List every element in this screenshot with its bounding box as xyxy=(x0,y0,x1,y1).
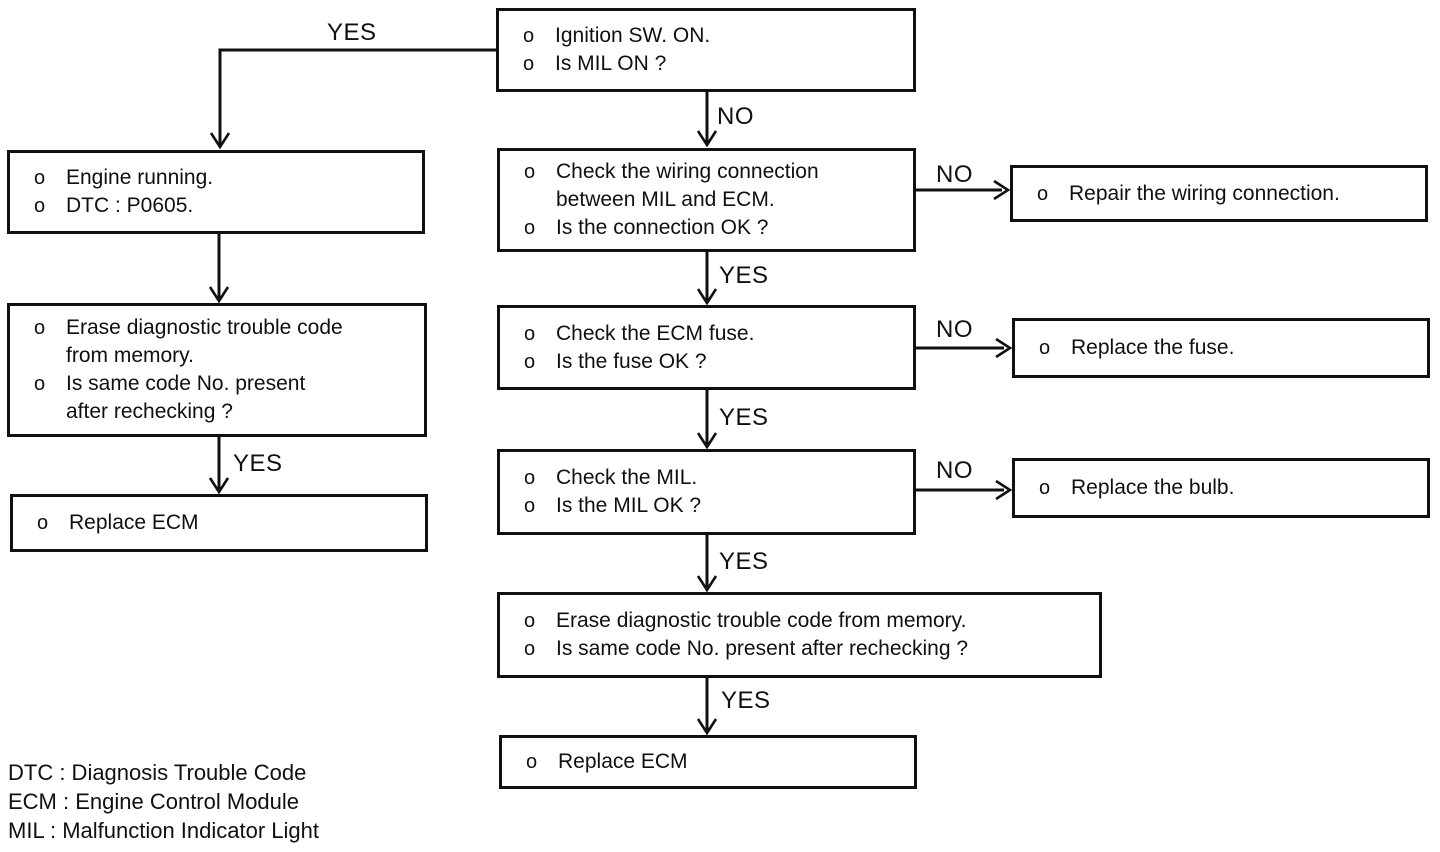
node-line: Check the wiring connection xyxy=(556,160,819,183)
legend-line-ecm: ECM : Engine Control Module xyxy=(8,789,300,814)
arrowhead-yes-erase xyxy=(696,718,718,736)
connector-yes-top xyxy=(218,48,496,145)
node-line: Check the ECM fuse. xyxy=(556,321,755,345)
arrowhead-left-1 xyxy=(208,286,230,304)
node-line: Is same code No. present after recheckin… xyxy=(556,637,969,660)
edge-label-yes-mil: YES xyxy=(719,548,769,575)
bullet-marker: o xyxy=(1037,182,1049,205)
bullet-marker: o xyxy=(34,195,46,217)
bullet-marker: o xyxy=(524,217,536,239)
bullet-marker: o xyxy=(34,317,46,339)
edge-label-no-wiring: NO xyxy=(936,161,973,188)
legend-line-mil: MIL : Malfunction Indicator Light xyxy=(8,818,320,843)
arrowhead-no-top xyxy=(696,130,718,148)
bullet-marker: o xyxy=(524,467,536,489)
node-repair-wiring: o Repair the wiring connection. xyxy=(1010,165,1428,222)
arrowhead-no-mil xyxy=(995,479,1013,501)
legend: DTC : Diagnosis Trouble Code ECM : Engin… xyxy=(8,758,319,845)
edge-label-yes-top: YES xyxy=(327,19,377,46)
bullet-marker: o xyxy=(524,322,536,345)
node-line: Erase diagnostic trouble code from memor… xyxy=(556,609,967,632)
arrowhead-no-fuse xyxy=(995,337,1013,359)
node-check-wiring: o Check the wiring connection between MIL… xyxy=(497,148,916,252)
node-replace-ecm-left: o Replace ECM xyxy=(10,494,428,552)
arrowhead-left-2 xyxy=(208,477,230,495)
edge-label-yes-wiring: YES xyxy=(719,262,769,289)
arrowhead-yes-top xyxy=(209,132,231,150)
node-check-mil: o Check the MIL. o Is the MIL OK ? xyxy=(497,449,916,535)
bullet-marker: o xyxy=(523,53,535,75)
node-ignition-mil: o Ignition SW. ON. o Is MIL ON ? xyxy=(496,8,916,92)
node-line: after rechecking ? xyxy=(66,400,233,423)
arrowhead-yes-wiring xyxy=(696,288,718,306)
edge-label-yes-left: YES xyxy=(233,450,283,477)
node-line: Replace the bulb. xyxy=(1071,476,1235,499)
arrowhead-yes-mil xyxy=(696,575,718,593)
bullet-marker: o xyxy=(524,610,536,632)
bullet-marker: o xyxy=(1039,477,1051,499)
edge-label-yes-erase: YES xyxy=(721,687,771,714)
node-line: Is the connection OK ? xyxy=(556,216,769,239)
bullet-marker: o xyxy=(523,25,535,47)
node-line: Is MIL ON ? xyxy=(555,52,667,75)
node-line: Is the MIL OK ? xyxy=(556,494,702,517)
edge-label-no-fuse: NO xyxy=(936,316,973,343)
bullet-marker: o xyxy=(34,167,46,189)
node-line: Replace ECM xyxy=(558,750,688,773)
bullet-marker: o xyxy=(524,350,536,373)
node-line: Check the MIL. xyxy=(556,466,698,489)
node-check-ecm-fuse: o Check the ECM fuse. o Is the fuse OK ? xyxy=(497,305,916,390)
node-line: Repair the wiring connection. xyxy=(1069,181,1340,205)
arrowhead-yes-fuse xyxy=(696,432,718,450)
bullet-marker: o xyxy=(524,161,536,183)
node-line: Engine running. xyxy=(66,166,214,189)
bullet-marker: o xyxy=(524,638,536,660)
node-line: Replace the fuse. xyxy=(1071,336,1235,359)
bullet-marker: o xyxy=(1039,337,1051,359)
node-line: Is same code No. present xyxy=(66,372,306,395)
node-line: between MIL and ECM. xyxy=(556,188,775,211)
bullet-marker: o xyxy=(524,495,536,517)
node-line: Is the fuse OK ? xyxy=(556,349,707,373)
edge-label-no-top: NO xyxy=(717,103,754,130)
node-line: Erase diagnostic trouble code xyxy=(66,316,343,339)
node-erase-code-center: o Erase diagnostic trouble code from memo… xyxy=(497,592,1102,678)
legend-line-dtc: DTC : Diagnosis Trouble Code xyxy=(8,760,307,785)
node-line: from memory. xyxy=(66,344,194,367)
node-line: DTC : P0605. xyxy=(66,194,194,217)
bullet-marker: o xyxy=(526,751,538,773)
bullet-marker: o xyxy=(37,512,49,534)
edge-label-no-mil: NO xyxy=(936,457,973,484)
node-line: Ignition SW. ON. xyxy=(555,24,711,47)
node-line: Replace ECM xyxy=(69,511,199,534)
arrowhead-no-wiring xyxy=(993,179,1011,201)
bullet-marker: o xyxy=(34,373,46,395)
node-erase-code-left: o Erase diagnostic trouble code from memo… xyxy=(7,303,427,437)
edge-label-yes-fuse: YES xyxy=(719,404,769,431)
node-replace-ecm-center: o Replace ECM xyxy=(499,735,917,789)
node-replace-fuse: o Replace the fuse. xyxy=(1012,318,1430,378)
node-replace-bulb: o Replace the bulb. xyxy=(1012,458,1430,518)
